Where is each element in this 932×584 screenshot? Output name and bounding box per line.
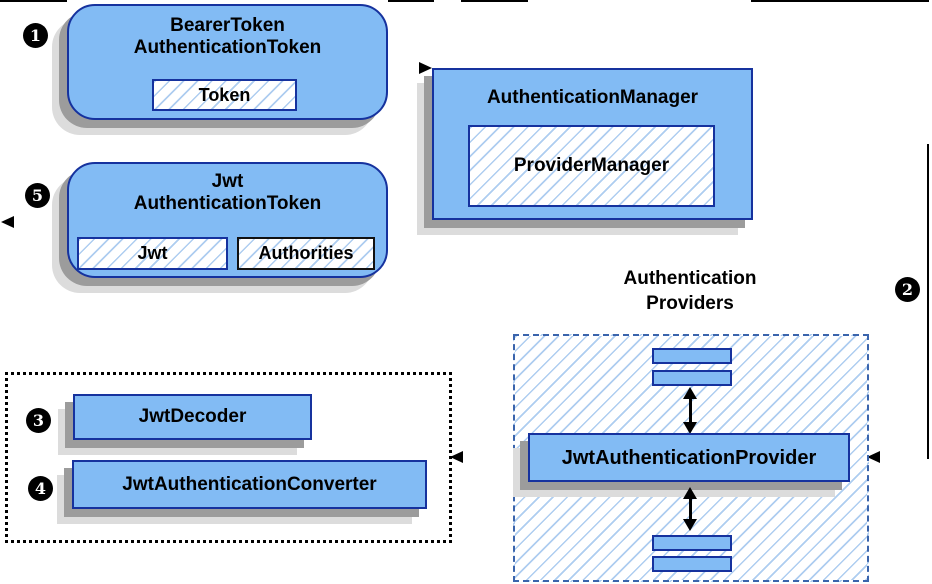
providers-label-line2: Providers (646, 293, 734, 314)
node-title-line: JwtAuthenticationProvider (561, 446, 817, 469)
node-title-line: JwtAuthenticationConverter (122, 473, 377, 495)
node-title-line: AuthenticationToken (133, 193, 322, 214)
arrowhead-down-icon (683, 519, 697, 531)
step-badge-1: 1 (23, 23, 48, 48)
step-badge-5: 5 (25, 183, 50, 208)
providers-group-label: Authentication Providers (560, 266, 820, 316)
node-jwt-authentication-converter: JwtAuthenticationConverter (72, 460, 427, 509)
node-jwt-authentication-token: Jwt AuthenticationToken Jwt Authorities (67, 162, 388, 278)
providers-label-line1: Authentication (623, 268, 757, 289)
chip-token: Token (152, 79, 297, 111)
arrowhead-left-icon (1, 216, 14, 228)
provider-placeholder-bar (652, 370, 732, 386)
connector-manager-right (751, 0, 929, 2)
provider-placeholder-bar (652, 556, 732, 572)
connector-providers-top (689, 396, 692, 426)
connector-right-down (927, 144, 929, 459)
connector-manager-to-jwt-token (388, 0, 434, 2)
chip-provider-manager: ProviderManager (468, 125, 715, 207)
connector-into-provider (879, 0, 929, 2)
arrowhead-left-icon (867, 451, 880, 463)
arrowhead-down-icon (683, 422, 697, 434)
arrowhead-up-icon (683, 487, 697, 499)
node-title-line: AuthenticationManager (486, 87, 699, 108)
arrowhead-left-icon (450, 451, 463, 463)
node-jwt-authentication-provider: JwtAuthenticationProvider (528, 433, 850, 482)
chip-authorities: Authorities (237, 237, 375, 270)
provider-placeholder-bar (652, 348, 732, 364)
chip-jwt: Jwt (77, 237, 228, 270)
node-authentication-manager: AuthenticationManager ProviderManager (432, 68, 753, 220)
step-badge-3: 3 (26, 408, 51, 433)
step-badge-4: 4 (28, 476, 53, 501)
connector-response-out (10, 0, 67, 2)
node-bearer-token-authentication-token: BearerToken AuthenticationToken Token (67, 4, 388, 120)
node-jwt-decoder: JwtDecoder (73, 394, 312, 440)
arrowhead-right-icon (419, 62, 432, 74)
connector-providers-bottom (689, 495, 692, 523)
node-title-line: BearerToken (170, 15, 285, 36)
connector-provider-to-resolvers (461, 0, 528, 2)
arrowhead-up-icon (683, 387, 697, 399)
node-title-line: Jwt (211, 171, 244, 192)
step-badge-2: 2 (895, 277, 920, 302)
provider-placeholder-bar (652, 535, 732, 551)
node-title-line: JwtDecoder (138, 406, 247, 427)
node-title-line: AuthenticationToken (133, 37, 322, 58)
